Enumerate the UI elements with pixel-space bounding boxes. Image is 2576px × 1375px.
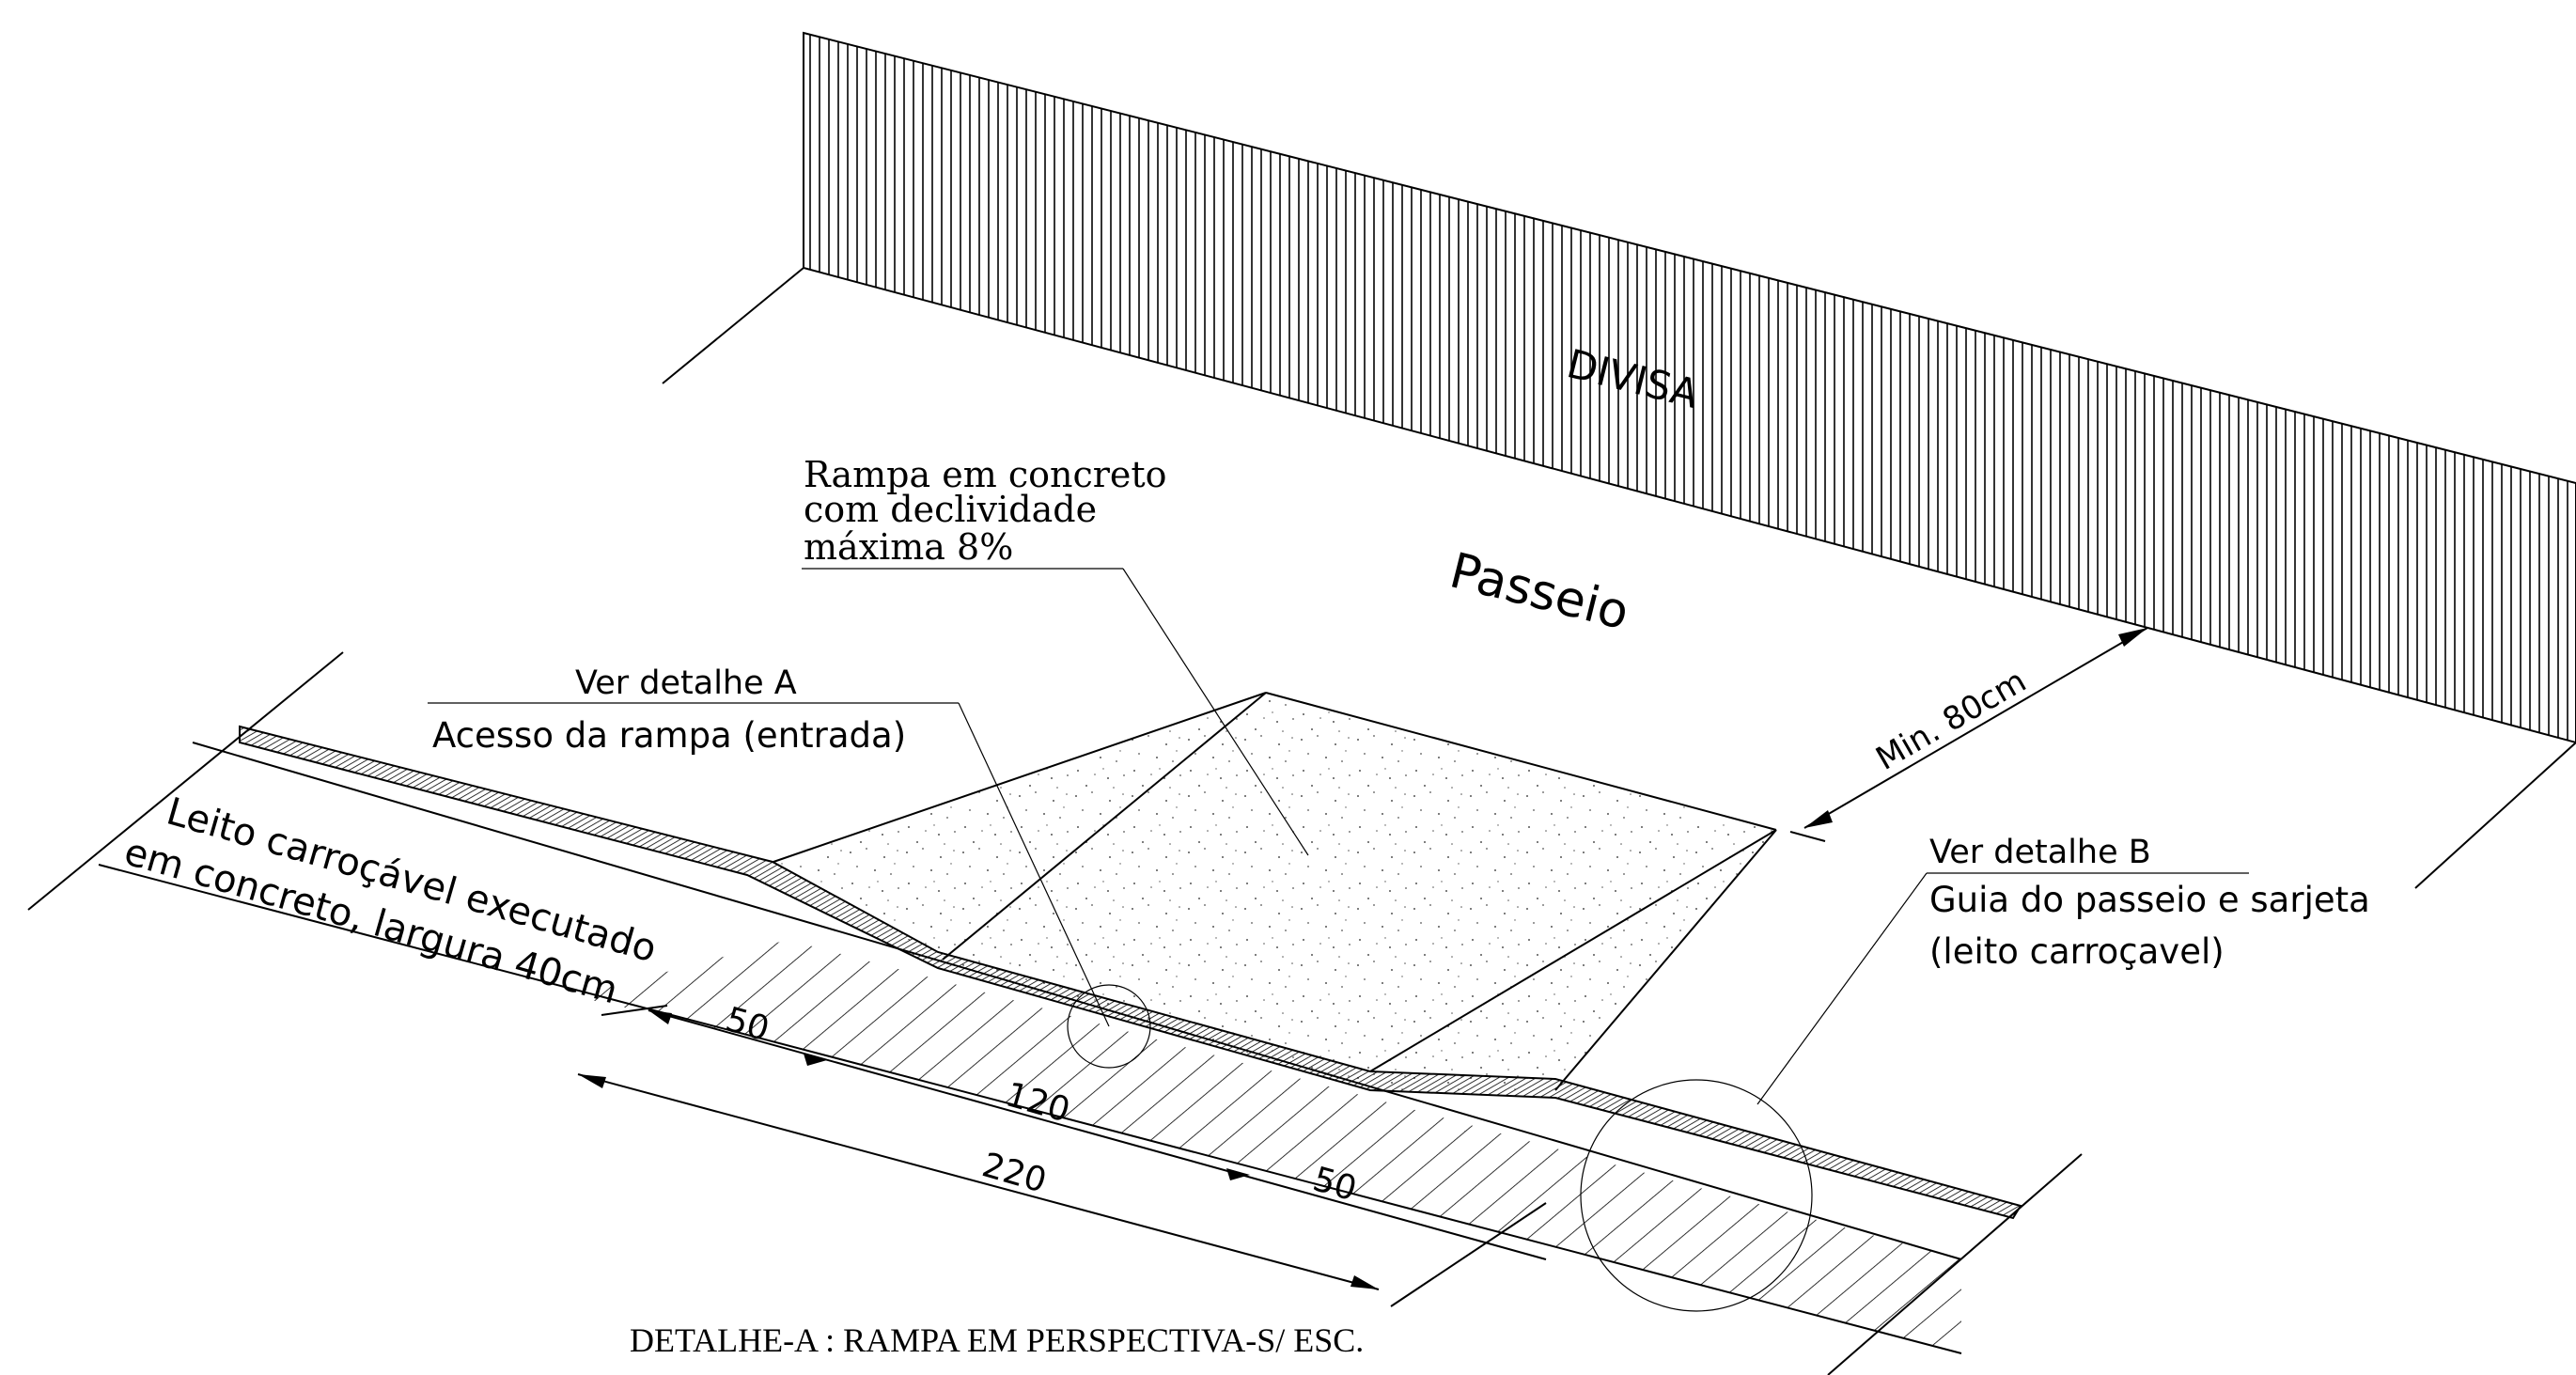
ramp-note-line1: Rampa em concreto bbox=[804, 454, 1167, 495]
dimension-220: 220 bbox=[978, 1146, 1051, 1200]
min-distance-label: Min. 80cm bbox=[1870, 663, 2033, 778]
roadbed-strip bbox=[27, 651, 2083, 1375]
width-dimensions bbox=[577, 1005, 1547, 1307]
detail-b-circle bbox=[1580, 1079, 1813, 1312]
min-distance-dimension bbox=[1789, 627, 2148, 842]
leader-lines bbox=[428, 568, 2249, 1105]
boundary-wall bbox=[662, 31, 2576, 889]
sidewalk-label: Passeio bbox=[1444, 542, 1634, 641]
detail-a-ref: Ver detalhe A bbox=[575, 664, 797, 702]
detail-b-ref: Ver detalhe B bbox=[1929, 834, 2151, 871]
curb bbox=[239, 725, 2022, 1220]
detail-a-desc: Acesso da rampa (entrada) bbox=[432, 715, 906, 756]
concrete-ramp bbox=[773, 692, 1777, 1091]
drawing-title: DETALHE-A : RAMPA EM PERSPECTIVA-S/ ESC. bbox=[630, 1321, 1364, 1359]
detail-b-desc1: Guia do passeio e sarjeta bbox=[1929, 880, 2370, 920]
detail-b-desc2: (leito carroçavel) bbox=[1929, 931, 2225, 972]
ramp-note-line3: máxima 8% bbox=[804, 526, 1013, 568]
detail-a-circle bbox=[1067, 984, 1151, 1069]
ramp-note-line2: com declividade bbox=[804, 489, 1097, 530]
